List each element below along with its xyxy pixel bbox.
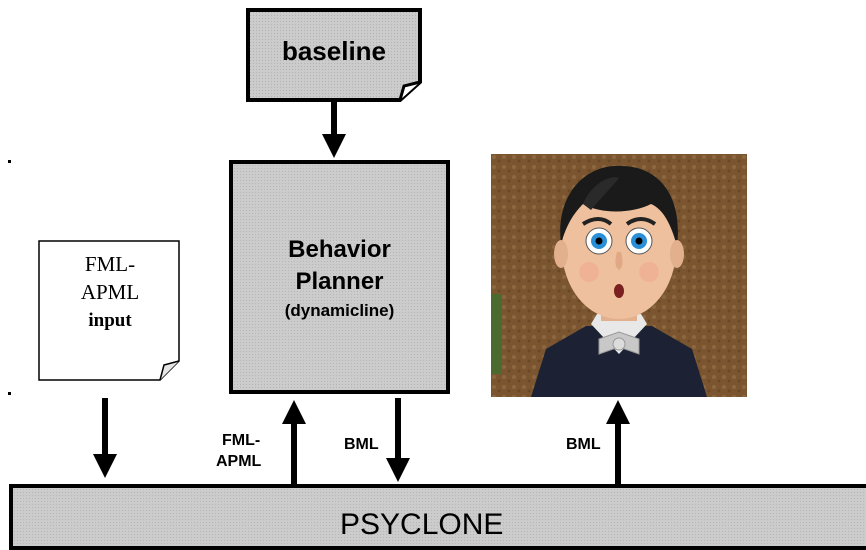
planner-subtitle: (dynamicline) — [284, 301, 395, 320]
planner-title-line1: Behavior — [288, 236, 391, 263]
fml-apml-input-document: FML- APML input — [38, 240, 182, 382]
virtual-agent-image — [491, 154, 747, 397]
stray-dot-bottom — [8, 392, 11, 395]
baseline-label: baseline — [281, 36, 387, 66]
edge-label-fml-apml-line1: FML- — [222, 432, 261, 449]
baseline-document: baseline — [246, 8, 422, 102]
input-label-line1: FML- — [84, 252, 136, 276]
input-label-line3: input — [88, 310, 132, 331]
edge-label-bml-agent: BML — [566, 436, 601, 453]
input-label-line2: APML — [80, 280, 140, 304]
planner-title-line2: Planner — [295, 268, 384, 295]
stray-dot-top — [8, 160, 11, 163]
edge-label-bml-planner: BML — [344, 436, 379, 453]
behavior-planner-box: Behavior Planner (dynamicline) — [229, 160, 450, 394]
psyclone-label: PSYCLONE — [340, 508, 504, 541]
edge-label-fml-apml-line2: APML — [216, 453, 262, 470]
psyclone-bus: PSYCLONE — [9, 484, 866, 550]
